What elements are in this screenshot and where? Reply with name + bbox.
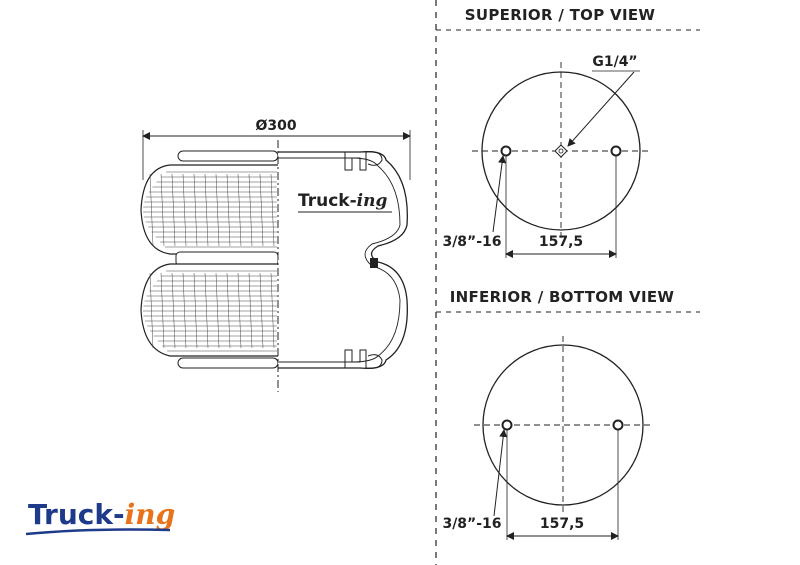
bottom-bolt-right [612,419,624,431]
brand-logo: Truck-ing [25,498,175,536]
bellow-rib-line [193,272,198,349]
top-view-heading: SUPERIOR / TOP VIEW [465,6,656,24]
bellow-rib-line [149,173,154,247]
bellow-rib-line [193,173,198,247]
bellow-rib-line [171,272,176,349]
top-clamp [365,151,383,166]
lower-bellow [140,263,278,357]
top-bolt-right [610,145,622,157]
bellow-rib-line [204,173,209,247]
bellow-rib-line [226,173,231,247]
bellow-rib-line [259,173,264,247]
bellow-rib-line [259,272,264,349]
top-bead [344,152,367,171]
inner-logo: Truck-ing [298,191,387,211]
bellow-rib-line [182,272,187,349]
bellow-rib-line [204,272,209,349]
bellow-rib-line [237,173,242,247]
brand-logo-swoosh [25,528,171,536]
profile-inner [278,157,401,363]
top-bolt-label: 3/8”-16 [442,234,501,250]
bellow-hatching [143,171,277,352]
bellow-rib-line [248,173,253,247]
bottom-bolt-label: 3/8”-16 [442,516,501,532]
bellow-rib-line [215,173,220,247]
bottom-spacing-label: 157,5 [540,516,584,532]
brand-logo-text: Truck-ing [28,498,175,531]
bottom-view: INFERIOR / BOTTOM VIEW 3/8”-16 157,5 [442,288,674,540]
port-label: G1/4” [592,54,637,70]
diameter-label: Ø300 [255,118,296,134]
top-plate [177,150,279,162]
bellow-rib-line [248,272,253,349]
bottom-bead [344,349,367,368]
side-view: Ø300 Truck-ing [140,118,411,392]
bellow-rib-line [160,272,165,349]
bellow-rib-line [270,173,275,247]
bellow-rib-line [215,272,220,349]
bottom-bolt-left [501,419,513,431]
top-view: SUPERIOR / TOP VIEW G1/4” 3/8”-16 157,5 [442,6,655,258]
bottom-clamp [365,354,383,369]
bottom-plate [177,357,279,369]
bellow-rib-line [149,272,154,349]
bottom-view-heading: INFERIOR / BOTTOM VIEW [450,288,675,306]
bellow-rib-line [226,272,231,349]
top-spacing-label: 157,5 [539,234,583,250]
profile-outline [278,151,408,369]
bellow-rib-line [182,173,187,247]
bottom-view-outline [482,344,644,506]
girdle-section [370,258,378,268]
bottom-bolt-leader [493,429,508,517]
bellow-rib-line [270,272,275,349]
bellow-rib-line [171,173,176,247]
bellow-rib-line [237,272,242,349]
air-port-icon [554,144,568,158]
upper-bellow [140,164,278,255]
port-leader [567,71,635,147]
top-bolt-leader [492,155,507,233]
top-bolt-left [500,145,512,157]
bellow-rib-line [160,173,165,247]
